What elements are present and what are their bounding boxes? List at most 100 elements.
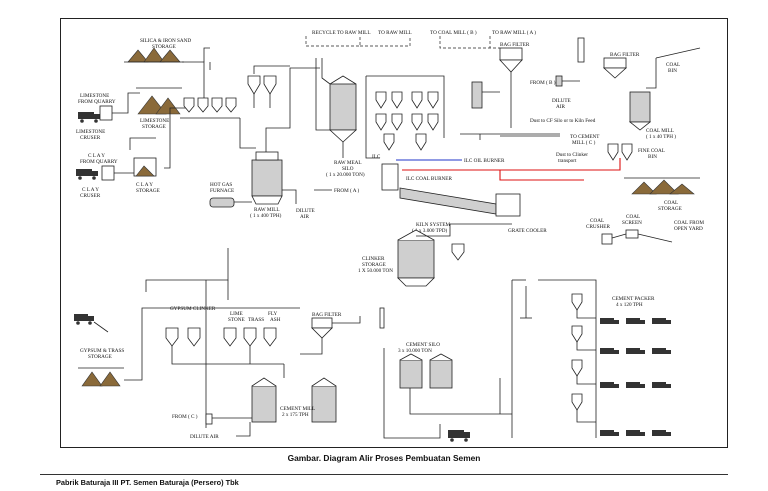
clay-crusher-label: C L A Y [82, 187, 99, 193]
raw-meal-silo [328, 75, 358, 143]
raw-mill-feed-bins [180, 97, 240, 119]
coal-yard-label-2: OPEN YARD [674, 226, 703, 232]
gypsum-trass-storage-label: GYPSUM & TRASS [80, 348, 124, 354]
clinker-storage-label: CLINKER [362, 256, 385, 262]
coal-bin [577, 37, 585, 63]
to-raw-mill-label: TO RAW MILL [378, 30, 412, 36]
clinker-storage-capacity: 1 X 50.000 TON [358, 268, 393, 274]
clay-storage [114, 157, 157, 177]
coal-storage [624, 177, 700, 195]
limestone-crusher [99, 105, 113, 121]
recycle-label: RECYCLE TO RAW MILL [312, 30, 371, 36]
clinker-cyclone [451, 243, 465, 261]
bag-filter-top-label: BAG FILTER [500, 42, 530, 48]
gypsum-trass-storage [78, 367, 124, 387]
process-flow-diagram: SILICA & IRON SAND STORAGE LIMESTONE FRO… [74, 29, 704, 442]
clay-storage-label: C L A Y [136, 182, 153, 188]
dilute-air-label-b2: AIR [300, 214, 309, 220]
coal-crusher [601, 233, 613, 245]
clay-quarry-label: C L A Y [88, 153, 105, 159]
from-c-label: FROM ( C ) [172, 413, 198, 420]
bag-filter-cement-mill [311, 317, 333, 339]
from-b-label: FROM ( B ) [530, 79, 556, 86]
limestone-storage [136, 87, 182, 115]
coal-crusher-label: COAL [590, 218, 604, 224]
limestone-crusher-label-2: CRUSER [80, 135, 101, 141]
from-b-furnace [555, 75, 563, 87]
coal-mill-capacity: ( 1 x 40 TPH ) [646, 133, 676, 140]
raw-mill-label: RAW MILL [254, 207, 280, 213]
cement-packer-label: CEMENT PACKER [612, 296, 655, 302]
hot-gas-furnace [209, 197, 235, 208]
packer-row-3 [571, 359, 671, 388]
cement-packer-capacity: 4 x 120 TPH [616, 302, 643, 308]
limestone-storage-label: LIMESTONE [140, 118, 169, 124]
raw-meal-silo-label: RAW MEAL [334, 160, 362, 166]
from-a-label: FROM ( A ) [334, 187, 359, 194]
to-cement-mill-label: TO CEMENT [570, 134, 600, 140]
cement-mill-2 [311, 377, 337, 423]
clinker-storage-label-2: STORAGE [362, 262, 386, 268]
cement-mill-stack [379, 307, 385, 329]
kiln-system-capacity: ( 1 x 3.000 TPD) [412, 227, 447, 234]
coal-screen-label-2: SCREEN [622, 220, 642, 226]
raw-mill [251, 151, 283, 205]
clay-crusher [101, 165, 115, 181]
packer-row-2 [571, 325, 671, 354]
raw-mill-cyclones [247, 75, 277, 108]
to-coal-mill-b-label: TO COAL MILL ( B ) [430, 29, 477, 36]
footer-text: Pabrik Baturaja III PT. Semen Baturaja (… [56, 478, 239, 487]
bag-filter-right [602, 57, 628, 79]
gypsum-trass-storage-label-2: STORAGE [88, 354, 112, 360]
preheater-cyclones [375, 91, 439, 151]
packer-row-4 [571, 393, 671, 436]
coal-screen [625, 229, 639, 239]
bulk-truck-icon [448, 430, 470, 442]
to-cement-mill-label-2: MILL ( C ) [572, 139, 596, 146]
dust-cf-label: Dust to CF Silo or to Kiln Feed [530, 118, 596, 124]
coal-bin-label: COAL [666, 62, 680, 68]
clay-crusher-label-2: CRUSER [80, 193, 101, 199]
rotary-kiln [381, 163, 521, 217]
coal-bin-label-2: BIN [668, 68, 677, 74]
limestone-small-label: LIME [230, 311, 243, 317]
limestone-small-label-2: STONE [228, 317, 245, 323]
diagram-frame [60, 18, 728, 448]
bag-filter-right-label: BAG FILTER [610, 52, 640, 58]
kiln-system-label: KILN SYSTEM [416, 222, 451, 228]
coal-storage-label: COAL [664, 200, 678, 206]
raw-meal-silo-label-2: SILO [342, 166, 354, 172]
clay-quarry-label-2: FROM QUARRY [80, 159, 118, 165]
cement-mill-1 [251, 377, 277, 423]
cement-mill-capacity: 2 x 175 TPH [282, 412, 309, 418]
grate-cooler-label: GRATE COOLER [508, 228, 547, 234]
coal-crusher-label-2: CRUSHER [586, 224, 610, 230]
diagram-caption: Gambar. Diagram Alir Proses Pembuatan Se… [287, 453, 481, 463]
coal-storage-label-2: STORAGE [658, 206, 682, 212]
silica-iron-label: SILICA & IRON SAND [140, 38, 191, 44]
dilute-air-label-b: DILUTE [296, 208, 315, 214]
gypsum-clinker-label: GYPSUM CLINKER [170, 306, 216, 312]
limestone-quarry-label-2: FROM QUARRY [78, 99, 116, 105]
trass-label: TRASS [248, 317, 264, 323]
cement-silos [399, 353, 453, 389]
dilute-air-label: DILUTE [552, 98, 571, 104]
dust-clinker-label: Dust to Clinker [556, 152, 588, 158]
hot-gas-furnace-label: HOT GAS [210, 182, 232, 188]
bag-filter-top [499, 47, 523, 73]
fine-coal-bin-label: FINE COAL [638, 148, 665, 154]
raw-meal-silo-capacity: ( 1 x 20.000 TON) [326, 171, 365, 178]
silica-iron-storage [124, 47, 184, 63]
limestone-storage-label-2: STORAGE [142, 124, 166, 130]
conditioning-tower [471, 81, 483, 109]
to-raw-mill-a-label: TO RAW MILL ( A ) [492, 29, 536, 36]
fly-ash-label-2: ASH [270, 317, 281, 323]
coal-screen-label: COAL [626, 214, 640, 220]
dust-clinker-label-2: transport [558, 158, 577, 164]
limestone-quarry-truck-icon [78, 112, 100, 123]
limestone-quarry-label: LIMESTONE [80, 93, 109, 99]
ilc-coal-burner-label: ILC COAL BURNER [406, 176, 452, 182]
gypsum-truck-icon [74, 314, 94, 325]
from-c-furnace [205, 413, 213, 425]
cement-silo-label: CEMENT SILO [406, 342, 440, 348]
